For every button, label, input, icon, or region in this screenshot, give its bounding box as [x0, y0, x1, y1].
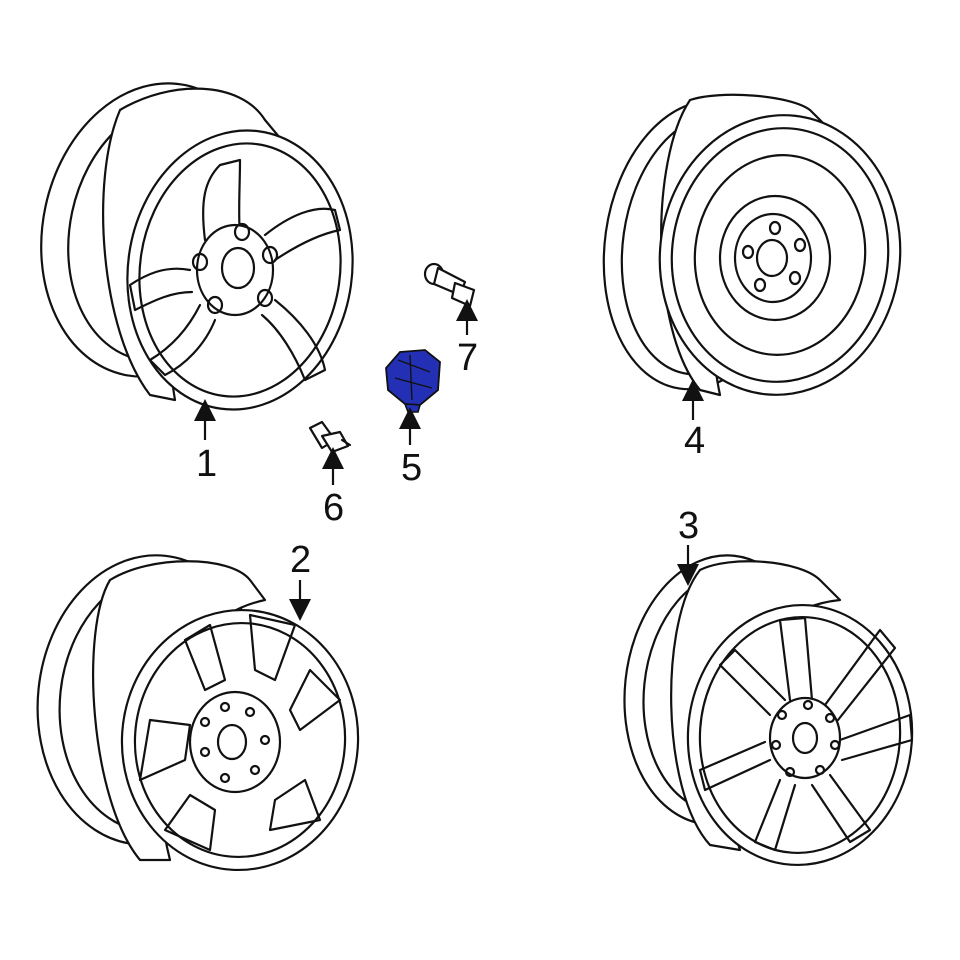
part-7-valve-stem[interactable] — [423, 262, 476, 308]
callout-labels: 1 2 3 4 5 6 7 — [196, 337, 705, 581]
callout-label-6: 6 — [323, 487, 344, 529]
callout-arrows — [194, 299, 704, 621]
wheel-3[interactable] — [611, 546, 920, 873]
wheel-1[interactable] — [15, 62, 371, 424]
part-5-sensor[interactable] — [385, 349, 441, 413]
callout-label-4: 4 — [684, 420, 705, 462]
wheel-2[interactable] — [23, 544, 366, 878]
wheel-4[interactable] — [586, 88, 914, 407]
callout-label-2: 2 — [290, 539, 311, 581]
callout-label-7: 7 — [457, 337, 478, 379]
callout-label-3: 3 — [678, 505, 699, 547]
callout-label-1: 1 — [196, 443, 217, 485]
callout-label-5: 5 — [401, 447, 422, 489]
part-6-valve-stem[interactable] — [308, 420, 352, 454]
